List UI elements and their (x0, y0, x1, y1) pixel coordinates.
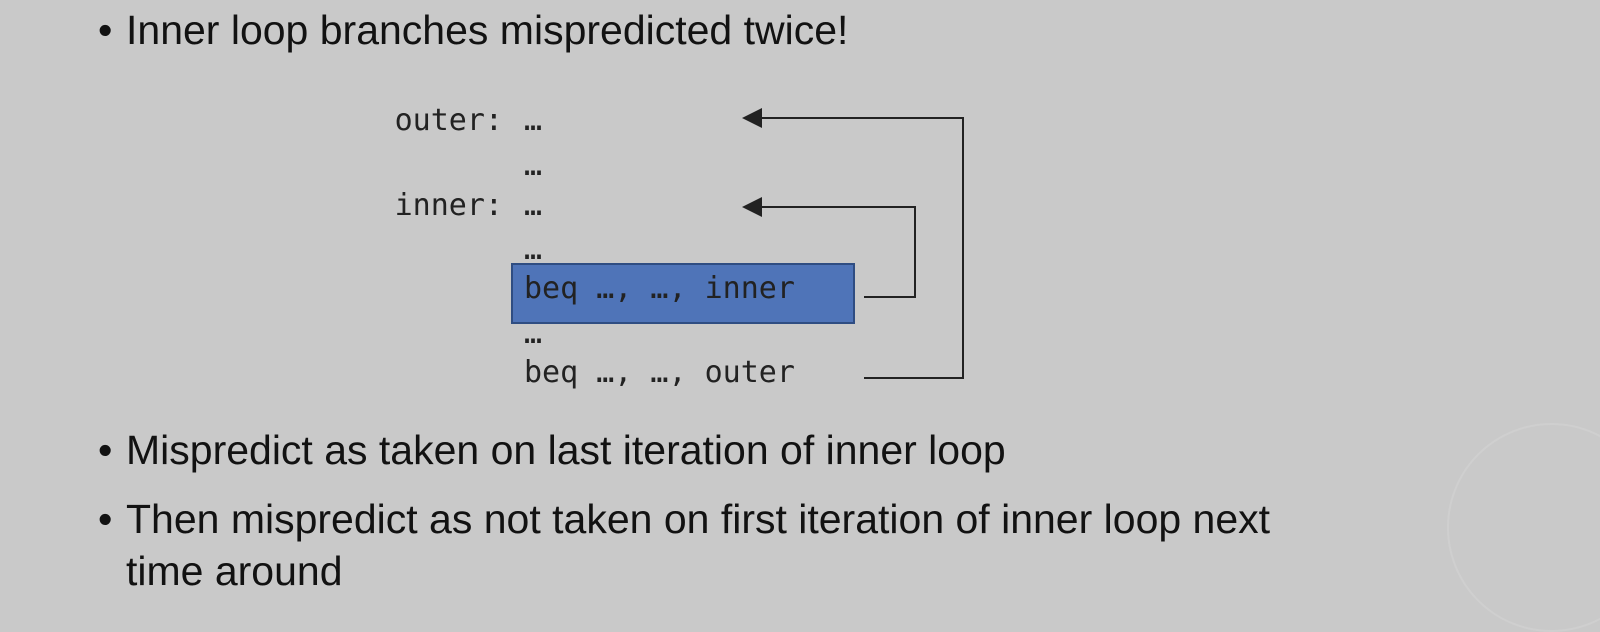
outer-branch-arrow (742, 108, 964, 379)
slide: • Inner loop branches mispredicted twice… (98, 4, 1600, 632)
code-line-2: … (524, 148, 543, 183)
beq-outer-instruction: beq …, …, outer (524, 355, 795, 390)
inner-line: … (524, 188, 543, 223)
inner-branch-arrow (742, 197, 916, 298)
outer-label: outer: (394, 103, 503, 138)
bullet-mispredict-not-taken: • Then mispredict as not taken on first … (98, 493, 1438, 598)
bullet-dot: • (98, 427, 113, 473)
code-line-6: … (524, 316, 543, 351)
bullet-inner-loop-mispredicted: • Inner loop branches mispredicted twice… (98, 4, 848, 56)
bullet-text: Inner loop branches mispredicted twice! (126, 7, 849, 53)
bullet-dot: • (98, 496, 113, 542)
bullet-dot: • (98, 7, 113, 53)
bullet-text-line-2: time around (126, 548, 343, 595)
beq-inner-highlight (511, 263, 855, 324)
bullet-mispredict-taken: • Mispredict as taken on last iteration … (98, 424, 1006, 476)
bullet-text: Mispredict as taken on last iteration of… (126, 427, 1006, 473)
code-line-4: … (524, 232, 543, 267)
branch-arrows (742, 108, 964, 379)
bullet-text-line-1: Then mispredict as not taken on first it… (126, 496, 1271, 542)
outer-line: … (524, 103, 543, 138)
inner-label: inner: (394, 188, 503, 223)
beq-inner-instruction: beq …, …, inner (524, 271, 795, 306)
